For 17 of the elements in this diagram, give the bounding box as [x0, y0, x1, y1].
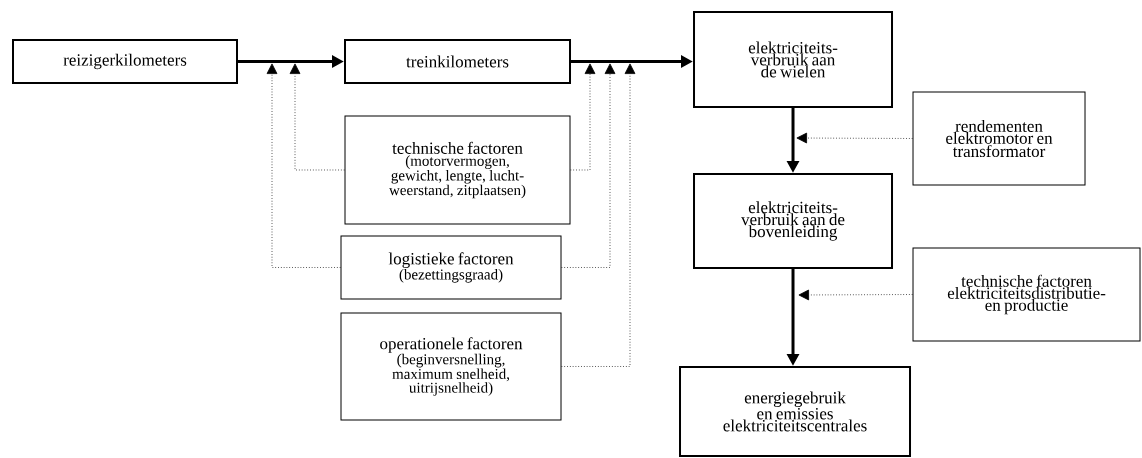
process-box: treinkilometers: [344, 39, 571, 84]
dotted-arrow: [561, 63, 616, 268]
dotted-arrow: [798, 289, 913, 301]
dotted-arrow: [289, 63, 345, 171]
process-box: technische factoren elektriciteitsdistributie- en productie: [912, 247, 1141, 342]
process-box: elektriciteits-verbruik aan de bovenleiding: [693, 173, 893, 269]
process-box: rendementen elektromotor en transformator: [912, 91, 1086, 186]
dotted-arrow: [561, 63, 636, 367]
process-box: elektriciteits-verbruik aan de wielen: [693, 11, 893, 108]
dotted-arrow: [266, 63, 341, 268]
process-box: logistieke factoren (bezettingsgraad): [340, 235, 562, 300]
dotted-arrow: [570, 63, 596, 171]
process-box: reizigerkilometers: [12, 39, 238, 84]
process-box: technische factoren (motorvermogen, gewicht, lengte, lucht-weerstand, zitplaatsen): [344, 115, 571, 225]
dotted-arrow: [796, 132, 913, 144]
process-box: operationele factoren (beginversnelling, maximum snelheid, uitrijsnelheid): [340, 312, 562, 421]
process-box: energiegebruik en emissies elektriciteitscentrales: [679, 366, 911, 457]
